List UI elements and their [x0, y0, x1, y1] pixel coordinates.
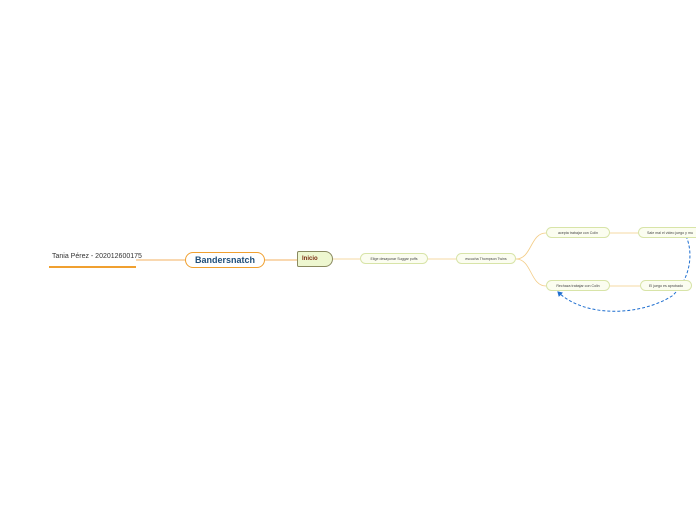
node-refuse-job[interactable]: Rechaza trabajar con Colin	[546, 280, 610, 291]
node-music[interactable]: escucha Thompson Twins	[456, 253, 516, 264]
node-refuse-job-label: Rechaza trabajar con Colin	[556, 283, 600, 288]
root-node[interactable]: Bandersnatch	[185, 252, 265, 268]
node-breakfast[interactable]: Elige desayunar Suggar puffs	[360, 253, 428, 264]
node-game-fails-label: Sale mal el video juego y mu	[647, 230, 693, 235]
node-music-label: escucha Thompson Twins	[465, 256, 507, 261]
author-underline	[49, 266, 136, 268]
root-node-label: Bandersnatch	[194, 255, 256, 265]
connector-n2-n3	[515, 232, 547, 260]
connector-n2-n4	[515, 258, 547, 287]
start-node[interactable]: Inicio	[297, 251, 333, 267]
author-label: Tania Pérez - 202012600175	[52, 253, 142, 260]
node-accept-job[interactable]: acepta trabajar con Colin	[546, 227, 610, 238]
start-node-label: Inicio	[302, 256, 318, 262]
node-accept-job-label: acepta trabajar con Colin	[558, 230, 598, 235]
node-game-approved-label: El juego es aprobado	[649, 283, 683, 288]
node-breakfast-label: Elige desayunar Suggar puffs	[370, 256, 418, 261]
loop-arrow	[557, 235, 691, 312]
node-game-fails[interactable]: Sale mal el video juego y mu	[638, 227, 696, 238]
node-game-approved[interactable]: El juego es aprobado	[640, 280, 692, 291]
